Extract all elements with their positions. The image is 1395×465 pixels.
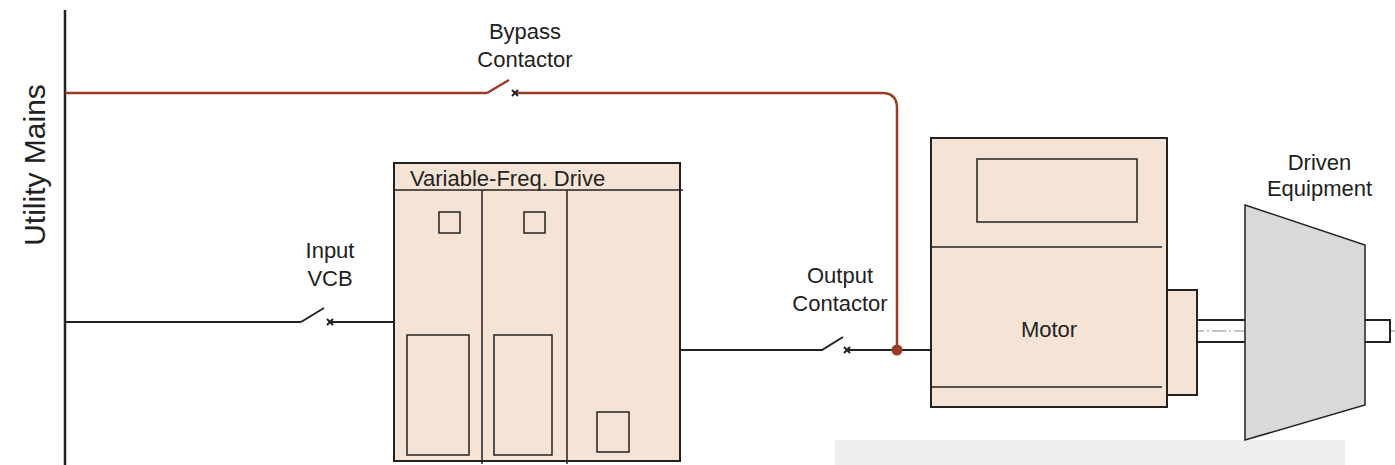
motor-detail xyxy=(932,139,1162,410)
vfd-detail xyxy=(395,164,683,464)
driven-equipment: Driven Equipment xyxy=(1245,150,1394,442)
drive-box: Variable-Freq. Drive xyxy=(393,162,681,462)
output-contactor-mark xyxy=(844,347,850,353)
bypass-contactor-mark xyxy=(512,90,518,96)
utility-bus xyxy=(64,10,67,465)
grey-panel xyxy=(835,440,1345,465)
equipment-label: Driven Equipment xyxy=(1245,150,1394,203)
input-vcb-symbol xyxy=(65,308,393,325)
junction-dot xyxy=(892,345,903,356)
contactor-label: Bypass Contactor xyxy=(460,18,590,73)
motor-label: Motor xyxy=(938,317,1160,343)
trapezoid-outline xyxy=(1245,205,1365,440)
breaker-label: Input VCB xyxy=(285,237,375,292)
contactor-label: Output Contactor xyxy=(775,262,905,317)
drive-title: Variable-Freq. Drive xyxy=(410,166,669,192)
bus-label: Utility Mains xyxy=(16,84,54,246)
motor-box: Motor xyxy=(930,137,1168,408)
